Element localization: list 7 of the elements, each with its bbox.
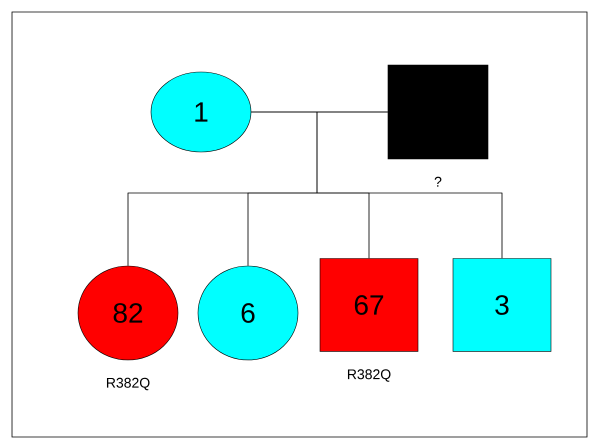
variant-label: R382Q xyxy=(348,369,390,382)
pedigree-line xyxy=(316,112,502,258)
variant-label: ? xyxy=(434,176,442,187)
male-square xyxy=(388,64,488,160)
male-square: 3 xyxy=(452,258,552,352)
variant-label: R382Q xyxy=(106,378,150,390)
male-square: 67 xyxy=(320,258,418,352)
